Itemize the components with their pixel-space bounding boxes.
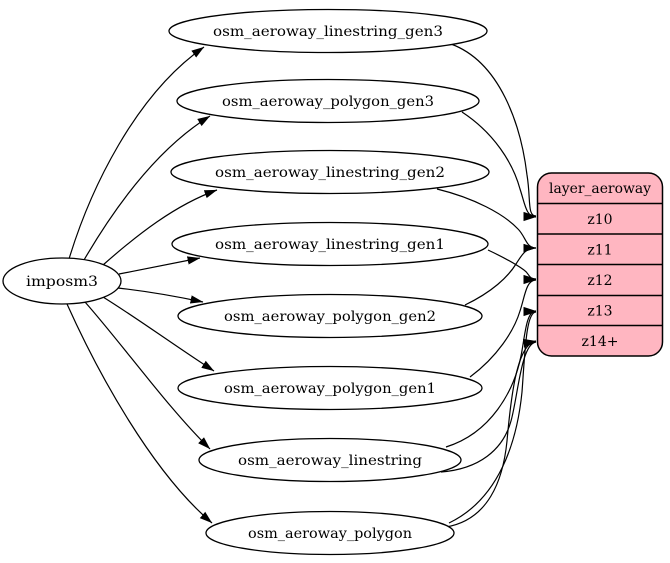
table-label: osm_aeroway_linestring	[238, 453, 422, 469]
table-ellipse	[177, 293, 483, 339]
edge-osm_aeroway_linestring_gen3-to-z10	[450, 43, 537, 221]
table-ellipse	[168, 8, 488, 54]
table-ellipse	[198, 437, 462, 483]
edge-imposm3-to-osm_aeroway_polygon	[66, 303, 213, 524]
node-osm_aeroway_polygon_gen1: osm_aeroway_polygon_gen1	[177, 365, 483, 411]
table-label: osm_aeroway_polygon_gen1	[224, 381, 436, 397]
table-ellipse	[171, 221, 489, 267]
edge-imposm3-to-osm_aeroway_polygon_gen3	[83, 115, 211, 261]
edge-imposm3-to-osm_aeroway_polygon_gen1	[102, 296, 215, 372]
layer-row-z13: z13	[587, 304, 612, 320]
edge-imposm3-to-osm_aeroway_polygon_gen2	[117, 287, 204, 304]
edge-osm_aeroway_polygon_gen2-to-z11	[464, 243, 537, 306]
imposm3-ellipse	[2, 257, 122, 305]
layer-row-z11: z11	[587, 243, 612, 259]
edge-group	[66, 43, 537, 528]
node-osm_aeroway_polygon: osm_aeroway_polygon	[205, 510, 455, 556]
table-label: osm_aeroway_linestring_gen1	[215, 237, 445, 253]
edge-imposm3-to-osm_aeroway_linestring_gen3	[68, 46, 205, 260]
node-osm_aeroway_linestring_gen1: osm_aeroway_linestring_gen1	[171, 221, 489, 267]
table-label: osm_aeroway_polygon_gen3	[222, 94, 434, 110]
edge-osm_aeroway_linestring_gen1-to-z12	[487, 249, 537, 284]
edge-imposm3-to-osm_aeroway_linestring_gen1	[118, 256, 201, 275]
layer-title: layer_aeroway	[549, 181, 651, 197]
edge-imposm3-to-osm_aeroway_linestring	[84, 301, 211, 450]
layer-row-z10: z10	[587, 212, 612, 228]
table-ellipse	[170, 149, 490, 195]
table-ellipse	[177, 365, 483, 411]
table-ellipse	[205, 510, 455, 556]
node-osm_aeroway_linestring: osm_aeroway_linestring	[198, 437, 462, 483]
table-ellipse	[176, 78, 480, 124]
edge-osm_aeroway_polygon-to-z13	[448, 307, 537, 524]
edge-osm_aeroway_linestring-to-z14	[440, 339, 537, 473]
table-label: osm_aeroway_linestring_gen3	[213, 24, 443, 40]
layer-row-z14: z14+	[582, 334, 619, 350]
node-osm_aeroway_polygon_gen3: osm_aeroway_polygon_gen3	[176, 78, 480, 124]
node-osm_aeroway_polygon_gen2: osm_aeroway_polygon_gen2	[177, 293, 483, 339]
edge-osm_aeroway_polygon_gen1-to-z12	[469, 275, 537, 378]
table-label: osm_aeroway_linestring_gen2	[215, 165, 445, 181]
edge-osm_aeroway_polygon-to-z14	[445, 338, 537, 528]
node-osm_aeroway_linestring_gen2: osm_aeroway_linestring_gen2	[170, 149, 490, 195]
imposm3-label: imposm3	[26, 274, 98, 290]
node-osm_aeroway_linestring_gen3: osm_aeroway_linestring_gen3	[168, 8, 488, 54]
edge-osm_aeroway_polygon_gen3-to-z10	[461, 111, 537, 222]
node-imposm3: imposm3	[2, 257, 122, 305]
table-label: osm_aeroway_polygon_gen2	[224, 309, 436, 325]
node-layer_aeroway: layer_aeroway z10 z11 z12 z13 z14+	[536, 172, 664, 357]
table-label: osm_aeroway_polygon	[248, 526, 412, 542]
layer-row-z12: z12	[587, 273, 612, 289]
edge-imposm3-to-osm_aeroway_linestring_gen2	[102, 189, 218, 266]
